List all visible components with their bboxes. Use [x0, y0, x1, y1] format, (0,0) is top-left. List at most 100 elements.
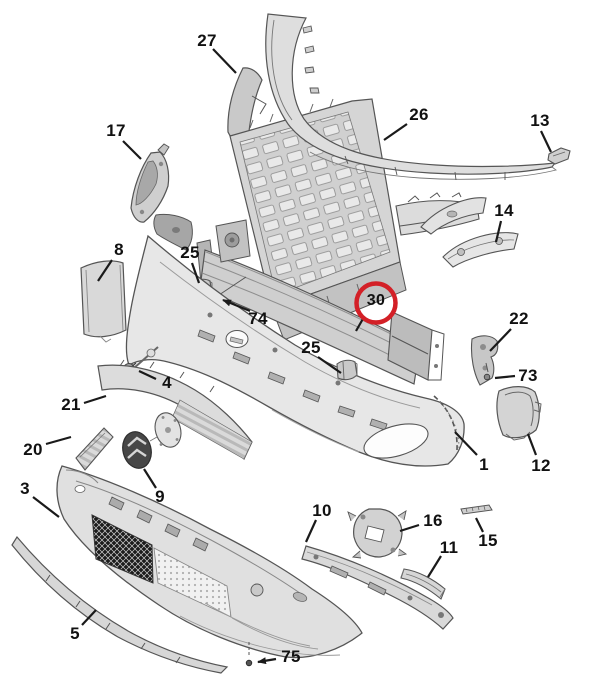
leader-arrow-75	[257, 657, 277, 665]
part-17-side-bracket[interactable]	[130, 143, 170, 223]
part-73-screw[interactable]	[483, 362, 491, 381]
part-label-1[interactable]: 1	[479, 455, 489, 474]
part-20-trim-strip[interactable]	[75, 427, 114, 471]
part-12-corner-bracket[interactable]	[496, 386, 542, 441]
detail	[79, 432, 106, 458]
part-label-11[interactable]: 11	[439, 538, 459, 557]
detail	[447, 239, 515, 260]
detail	[65, 469, 305, 597]
part-label-75[interactable]: 75	[281, 647, 301, 666]
part-label-5[interactable]: 5	[70, 624, 80, 643]
part-label-3[interactable]: 3	[20, 479, 30, 498]
part-25-bracket-right[interactable]	[336, 359, 358, 381]
part-label-9[interactable]: 9	[155, 487, 165, 506]
clip-tabs	[119, 359, 215, 393]
detail	[157, 143, 170, 156]
bolt-hole	[360, 514, 366, 520]
part-label-16[interactable]: 16	[423, 511, 443, 530]
clip-tabs	[302, 25, 506, 181]
part-outline	[11, 535, 229, 674]
fog-lamp-opening	[363, 423, 429, 459]
bolt	[434, 364, 438, 368]
part-label-22[interactable]: 22	[509, 309, 529, 328]
part-label-14[interactable]: 14	[494, 201, 514, 220]
detail	[218, 276, 247, 296]
part-label-26[interactable]: 26	[409, 105, 429, 124]
part-label-25-right[interactable]: 25	[301, 338, 321, 357]
bolt-hole	[390, 547, 396, 553]
lower-crease	[271, 409, 360, 453]
part-8-filler-panel[interactable]	[80, 260, 127, 343]
part-3-lower-grille[interactable]	[56, 465, 363, 659]
detail	[465, 505, 486, 513]
part-30-bumper-beam[interactable]	[196, 219, 445, 385]
part-22-side-bracket[interactable]	[470, 335, 499, 386]
part-14-bezel[interactable]	[420, 197, 519, 268]
part-label-30-highlighted[interactable]: 30	[366, 292, 386, 309]
part-label-73[interactable]: 73	[518, 366, 538, 385]
detail	[135, 160, 158, 206]
clip-ticks	[45, 574, 181, 664]
detail	[391, 329, 445, 381]
part-label-4[interactable]: 4	[162, 373, 172, 392]
part-label-12[interactable]: 12	[531, 456, 551, 475]
detail	[292, 592, 308, 602]
detail	[446, 210, 458, 218]
part-label-15[interactable]: 15	[478, 531, 498, 550]
part-label-13[interactable]: 13	[530, 111, 550, 130]
part-11-strip[interactable]	[400, 568, 446, 600]
washer-hole	[74, 485, 86, 493]
bolt-hole	[313, 554, 319, 560]
part-16-mounting-plate[interactable]	[347, 508, 408, 559]
part-9-emblem[interactable]	[119, 429, 155, 472]
part-label-21[interactable]: 21	[61, 395, 81, 414]
skid-lines	[179, 602, 341, 656]
part-outline	[56, 465, 363, 659]
leader-arrow-74	[222, 298, 251, 313]
part-21-grille-moulding[interactable]	[97, 359, 253, 461]
detail	[400, 568, 446, 598]
part-13-end-clip[interactable]	[547, 147, 571, 165]
sensor-hole	[335, 380, 341, 386]
part-outline	[496, 386, 540, 439]
part-label-25-left[interactable]: 25	[180, 243, 200, 262]
detail	[229, 336, 244, 345]
part-outline	[442, 232, 519, 268]
detail	[251, 95, 267, 115]
bolt	[435, 344, 439, 348]
mesh-grille-dark	[91, 514, 154, 584]
part-15-strip[interactable]	[460, 504, 493, 515]
sensor-hole	[207, 312, 213, 318]
part-label-8[interactable]: 8	[114, 240, 124, 259]
slots	[329, 565, 387, 596]
part-10-support-bracket[interactable]	[301, 545, 454, 630]
part-26-upper-trim-blade[interactable]	[265, 13, 558, 181]
screw-head	[245, 659, 253, 667]
part-label-27[interactable]: 27	[197, 31, 217, 50]
part-outline	[460, 504, 493, 515]
part-outline	[265, 13, 557, 175]
part-label-10[interactable]: 10	[312, 501, 332, 520]
horn-flap	[153, 213, 193, 251]
grille-slots	[197, 329, 388, 431]
leader-lines	[32, 48, 552, 626]
part-label-20[interactable]: 20	[23, 440, 43, 459]
wings	[347, 510, 408, 559]
slat-row	[108, 496, 209, 552]
part-label-17[interactable]: 17	[106, 121, 126, 140]
part-outline	[75, 427, 114, 471]
part-5-lower-lip[interactable]	[11, 535, 229, 674]
part-outline	[470, 335, 499, 386]
crease-line	[159, 261, 421, 409]
part-75-screw[interactable]	[245, 642, 253, 667]
detail	[552, 151, 566, 157]
part-label-74[interactable]: 74	[248, 309, 268, 328]
bolt-hole	[407, 595, 413, 601]
bolt-hole	[438, 612, 444, 618]
detail	[149, 436, 158, 442]
bolt-hole	[139, 209, 145, 215]
wheel-arch-dots	[439, 401, 460, 449]
detail	[172, 227, 180, 233]
detail	[146, 348, 156, 358]
